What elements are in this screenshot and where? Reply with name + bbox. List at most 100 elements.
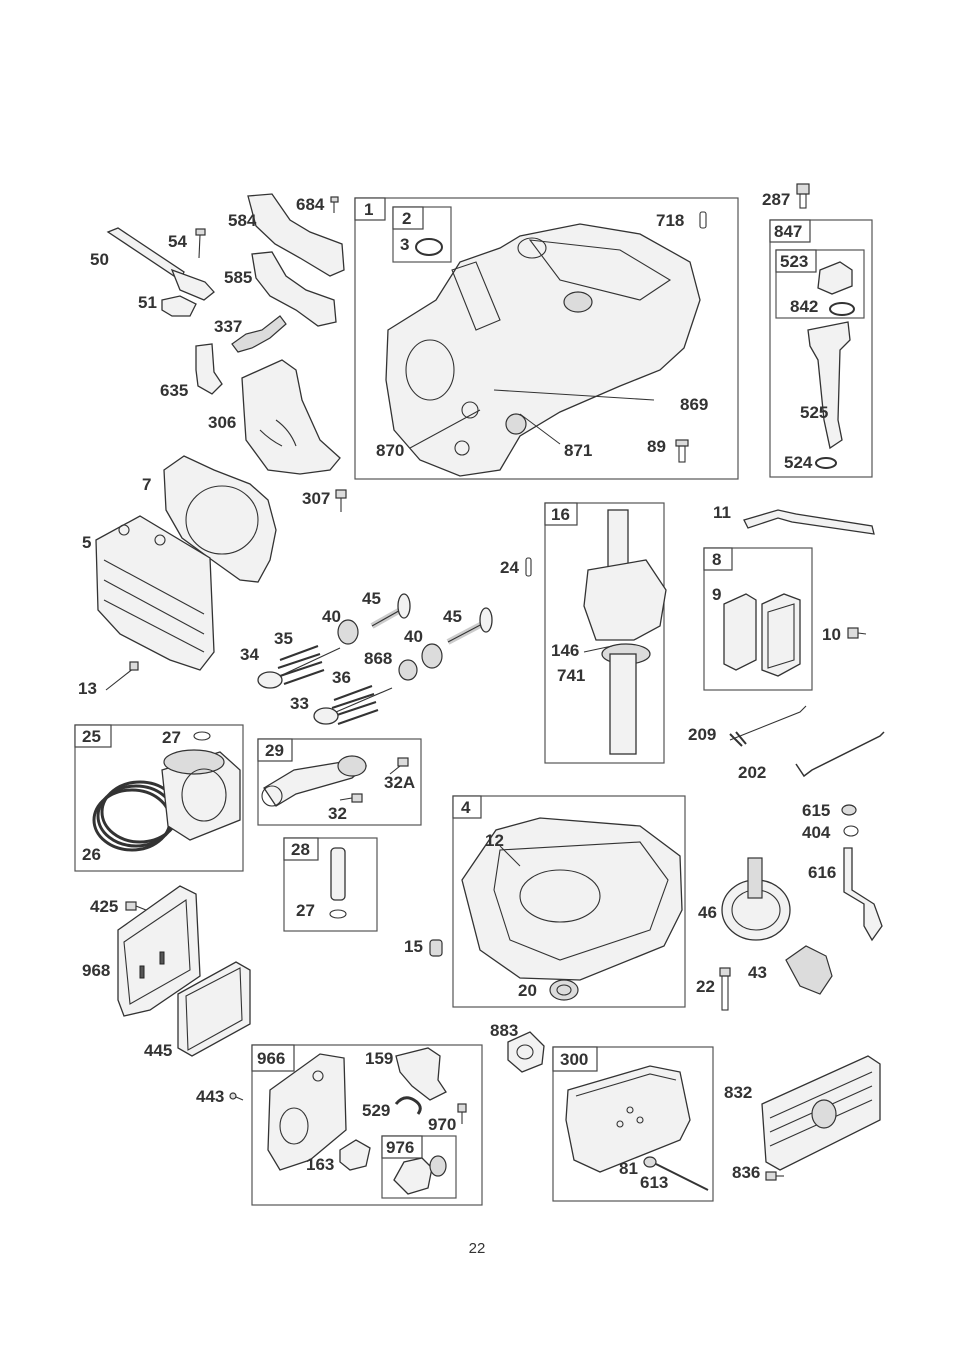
part-label-445: 445 xyxy=(144,1041,172,1060)
group-label-25: 25 xyxy=(82,727,101,746)
part-label-40: 40 xyxy=(322,607,341,626)
part-label-7: 7 xyxy=(142,475,151,494)
retainer-40b-drawing xyxy=(422,644,442,668)
fitting-287-drawing xyxy=(797,184,809,208)
retainer-40-drawing xyxy=(338,620,358,644)
part-label-159: 159 xyxy=(365,1049,393,1068)
part-label-970: 970 xyxy=(428,1115,456,1134)
group-label-523: 523 xyxy=(780,252,808,271)
bolt-22-drawing xyxy=(720,968,730,1010)
part-label-635: 635 xyxy=(160,381,188,400)
part-label-32A: 32A xyxy=(384,773,415,792)
part-label-524: 524 xyxy=(784,453,813,472)
elbow-635-drawing xyxy=(196,344,222,394)
part-label-26: 26 xyxy=(82,845,101,864)
part-label-525: 525 xyxy=(800,403,828,422)
group-label-4: 4 xyxy=(461,798,471,817)
group-label-8: 8 xyxy=(712,550,721,569)
part-label-33: 33 xyxy=(290,694,309,713)
spring-209-drawing xyxy=(730,706,806,746)
part-label-35: 35 xyxy=(274,629,293,648)
gasket-163-drawing xyxy=(340,1140,370,1170)
shield-306-drawing xyxy=(242,360,340,474)
part-label-616: 616 xyxy=(808,863,836,882)
wrist-pin-28-drawing xyxy=(331,848,345,900)
screw-836-drawing xyxy=(766,1172,784,1180)
part-label-24: 24 xyxy=(500,558,519,577)
part-label-45: 45 xyxy=(362,589,381,608)
clip-27-drawing xyxy=(194,732,210,740)
screw-54-drawing xyxy=(196,229,205,258)
part-label-842: 842 xyxy=(790,297,818,316)
part-label-32: 32 xyxy=(328,804,347,823)
part-label-11: 11 xyxy=(713,503,731,522)
dipstick-tube-50-drawing xyxy=(108,228,214,300)
part-label-13: 13 xyxy=(78,679,97,698)
part-label-12: 12 xyxy=(485,831,504,850)
part-label-5: 5 xyxy=(82,533,91,552)
pin-89-drawing xyxy=(676,440,688,462)
part-label-27: 27 xyxy=(162,728,181,747)
seal-20-drawing xyxy=(550,980,578,1000)
screw-425-drawing xyxy=(126,902,146,910)
clip-529-drawing xyxy=(396,1098,420,1114)
part-label-22: 22 xyxy=(696,977,715,996)
group-label-966: 966 xyxy=(257,1049,285,1068)
group-label-1: 1 xyxy=(364,200,373,219)
part-label-10: 10 xyxy=(822,625,841,644)
part-label-868: 868 xyxy=(364,649,392,668)
part-label-337: 337 xyxy=(214,317,242,336)
group-label-976: 976 xyxy=(386,1138,414,1157)
part-label-307: 307 xyxy=(302,489,330,508)
part-label-146: 146 xyxy=(551,641,579,660)
part-label-425: 425 xyxy=(90,897,118,916)
group-label-28: 28 xyxy=(291,840,310,859)
gasket-51-drawing xyxy=(162,296,196,316)
part-label-89: 89 xyxy=(647,437,666,456)
part-label-615: 615 xyxy=(802,801,830,820)
washer-404-drawing xyxy=(844,826,858,836)
dipstick-tube-525-drawing xyxy=(808,322,850,448)
part-label-209: 209 xyxy=(688,725,716,744)
part-label-45b: 45 xyxy=(443,607,462,626)
bolt-32-drawing xyxy=(340,794,362,802)
bolt-32A-drawing xyxy=(390,758,408,774)
part-label-718: 718 xyxy=(656,211,684,230)
pin-24-drawing xyxy=(526,558,531,576)
group-label-300: 300 xyxy=(560,1050,588,1069)
part-label-306: 306 xyxy=(208,413,236,432)
part-label-81: 81 xyxy=(619,1159,638,1178)
clip-27b-drawing xyxy=(330,910,346,918)
bowl-976-drawing xyxy=(394,1156,446,1194)
muffler-guard-832-drawing xyxy=(762,1056,880,1170)
part-label-20: 20 xyxy=(518,981,537,1000)
tube-11-drawing xyxy=(744,510,874,534)
part-label-202: 202 xyxy=(738,763,766,782)
screw-684-drawing xyxy=(331,197,338,213)
cover-8-drawing xyxy=(762,594,800,676)
part-label-9: 9 xyxy=(712,585,721,604)
bracket-159-drawing xyxy=(396,1048,446,1100)
group-label-29: 29 xyxy=(265,741,284,760)
cap-523-drawing xyxy=(818,262,854,315)
pin-718-drawing xyxy=(700,212,706,228)
part-label-836: 836 xyxy=(732,1163,760,1182)
shaft-616-drawing xyxy=(844,848,882,940)
screw-443-drawing xyxy=(230,1093,243,1100)
part-label-404: 404 xyxy=(802,823,831,842)
part-label-529: 529 xyxy=(362,1101,390,1120)
part-label-871: 871 xyxy=(564,441,592,460)
spring-35-drawing xyxy=(278,646,324,684)
group-label-16: 16 xyxy=(551,505,570,524)
screw-307-drawing xyxy=(336,490,346,512)
gasket-9-drawing xyxy=(724,594,756,670)
part-label-968: 968 xyxy=(82,961,110,980)
part-label-741: 741 xyxy=(557,666,585,685)
part-label-613: 613 xyxy=(640,1173,668,1192)
screw-970-drawing xyxy=(458,1104,466,1124)
part-label-443: 443 xyxy=(196,1087,224,1106)
spring-36-drawing xyxy=(332,686,378,724)
part-label-40b: 40 xyxy=(404,627,423,646)
part-label-34: 34 xyxy=(240,645,259,664)
group-label-2: 2 xyxy=(402,209,411,228)
